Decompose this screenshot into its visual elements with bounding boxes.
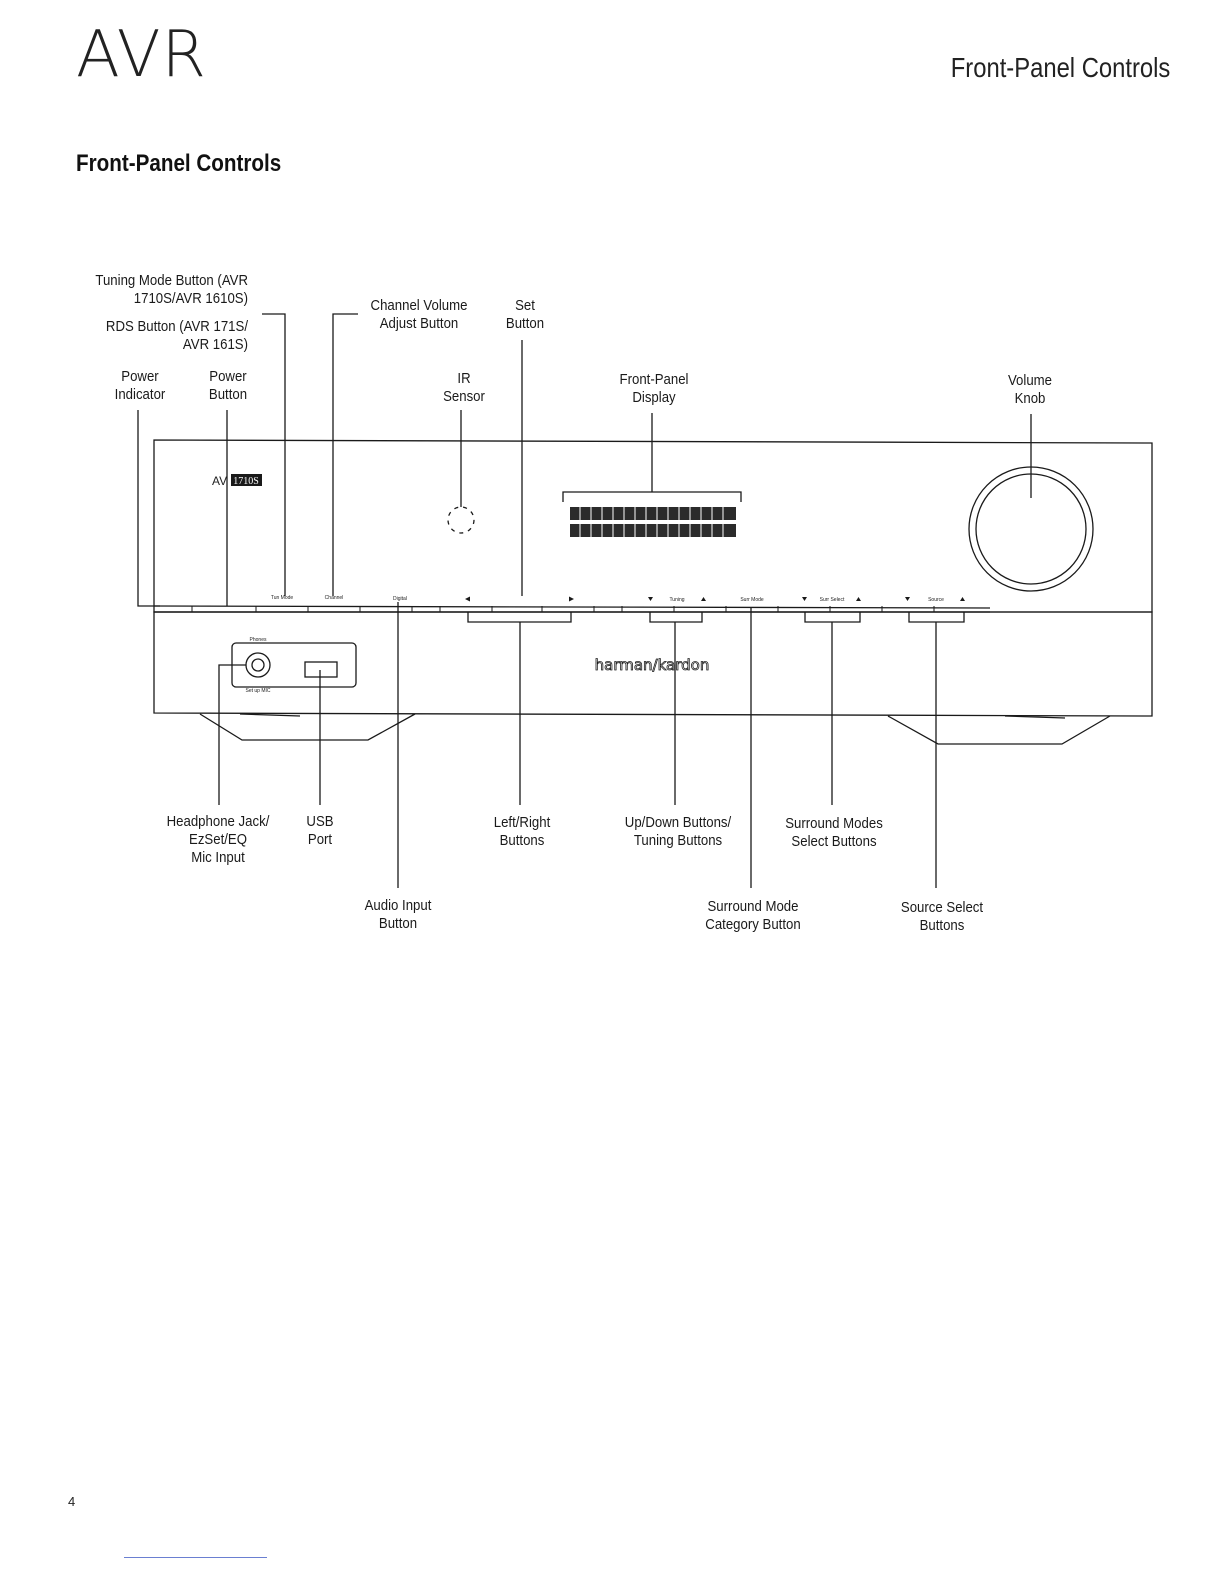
- model-prefix: AV: [212, 474, 227, 488]
- leader-headphone: [218, 664, 246, 805]
- tuning-up-icon: [701, 597, 706, 601]
- brand-logo: harman/kardon: [595, 656, 710, 674]
- headphone-jack: [245, 652, 271, 678]
- source-label: Source: [928, 597, 944, 603]
- ir-sensor: [447, 506, 475, 534]
- surr-select-label: Surr Select: [820, 597, 845, 603]
- left-arrow-icon: [465, 596, 470, 602]
- setup-mic-label: Set up MIC: [245, 688, 270, 694]
- tuning-down-icon: [648, 597, 653, 601]
- usb-port: [304, 661, 338, 678]
- right-arrow-icon: [569, 596, 574, 602]
- surr-mode-label: Surr Mode: [740, 597, 764, 603]
- phones-label: Phones: [250, 637, 267, 643]
- page-number: 4: [68, 1494, 76, 1509]
- tun-mode-label: Tun Mode: [271, 595, 294, 601]
- callout-rds: RDS Button (AVR 171S/AVR 161S): [105, 318, 249, 353]
- source-up-icon: [960, 597, 965, 601]
- model-badge: 1710S: [233, 476, 259, 487]
- digital-label: Digital: [393, 596, 407, 602]
- footer-rule: [124, 1557, 267, 1558]
- page-header-title: Front-Panel Controls: [950, 52, 1170, 83]
- leader-tuning-mode: [262, 313, 286, 596]
- channel-label: Channel: [325, 595, 344, 601]
- surr-select-up-icon: [856, 597, 861, 601]
- front-panel-display: [570, 507, 736, 537]
- source-down-icon: [905, 597, 910, 601]
- avr-logo: AVR: [76, 18, 207, 92]
- callout-up-down: Up/Down Buttons/Tuning Buttons: [624, 814, 732, 849]
- tuning-label: Tuning: [669, 597, 684, 603]
- leader-channel-volume: [332, 313, 358, 596]
- section-heading: Front-Panel Controls: [76, 150, 282, 177]
- surr-select-down-icon: [802, 597, 807, 601]
- leader-power-indicator: [137, 410, 160, 607]
